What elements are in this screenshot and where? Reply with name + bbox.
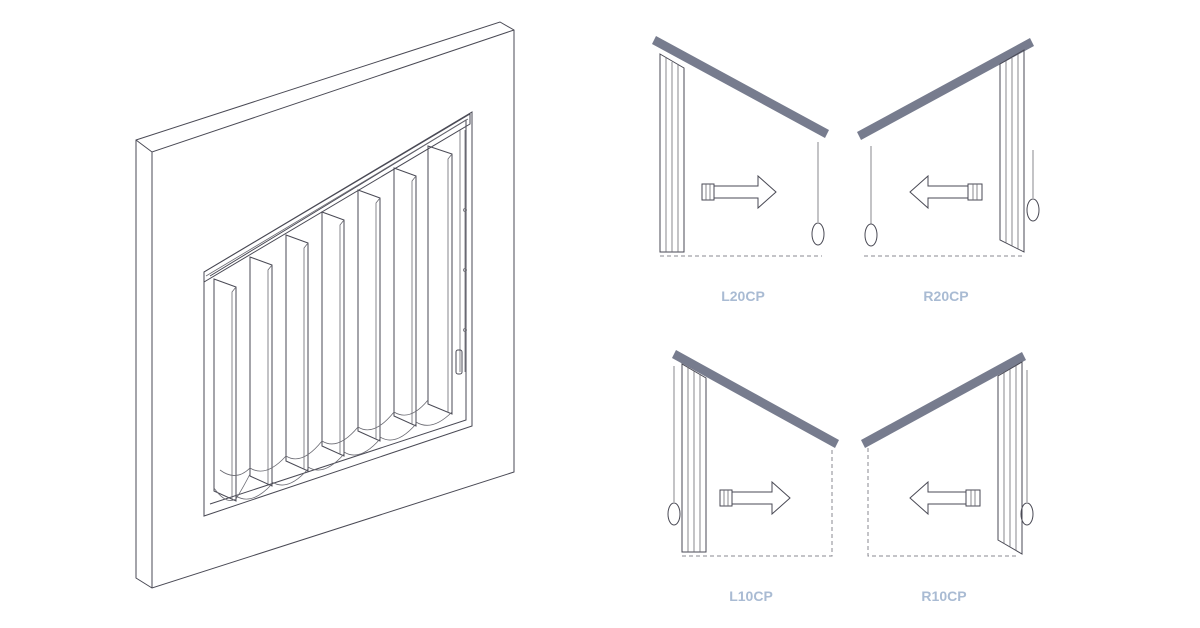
- stacked-vanes: [997, 361, 1023, 555]
- headrail: [203, 113, 471, 283]
- control-cord: [811, 142, 825, 246]
- control-cord: [1020, 370, 1034, 526]
- window-frame: [135, 21, 515, 589]
- wand-handle: [1020, 502, 1034, 526]
- window-opening: [203, 111, 473, 517]
- wand-handle: [811, 222, 825, 246]
- arrow-right-icon: [701, 174, 777, 210]
- diagram-label: R10CP: [921, 588, 966, 604]
- control-cord: [455, 130, 467, 375]
- window-outline: [682, 448, 833, 557]
- wand-handle: [1026, 198, 1040, 222]
- arrow-left-icon: [909, 174, 983, 210]
- diagram-label: R20CP: [923, 288, 968, 304]
- stacked-vanes: [999, 49, 1025, 253]
- blind-vanes: [213, 145, 453, 502]
- diagram-r10cp: R10CP: [861, 352, 1034, 604]
- stacked-vanes: [659, 53, 685, 253]
- arrow-right-icon: [719, 480, 791, 516]
- wand-handle: [667, 502, 681, 526]
- window-outline: [867, 448, 1018, 557]
- arrow-left-icon: [909, 480, 981, 516]
- control-cord: [667, 366, 681, 526]
- bottom-chain: [213, 399, 453, 501]
- diagram-label: L20CP: [721, 288, 765, 304]
- diagram-label: L10CP: [729, 588, 773, 604]
- diagram-l10cp: L10CP: [667, 350, 839, 604]
- headrail: [857, 38, 1034, 140]
- headrail: [861, 352, 1026, 448]
- wand-handle: [864, 223, 878, 247]
- diagram-r20cp: R20CP: [857, 38, 1040, 304]
- headrail: [652, 36, 829, 138]
- headrail: [672, 350, 839, 448]
- diagram-l20cp: L20CP: [652, 36, 829, 304]
- stacked-vanes: [681, 363, 707, 553]
- window-illustration: [135, 21, 515, 589]
- control-cord: [864, 146, 1040, 247]
